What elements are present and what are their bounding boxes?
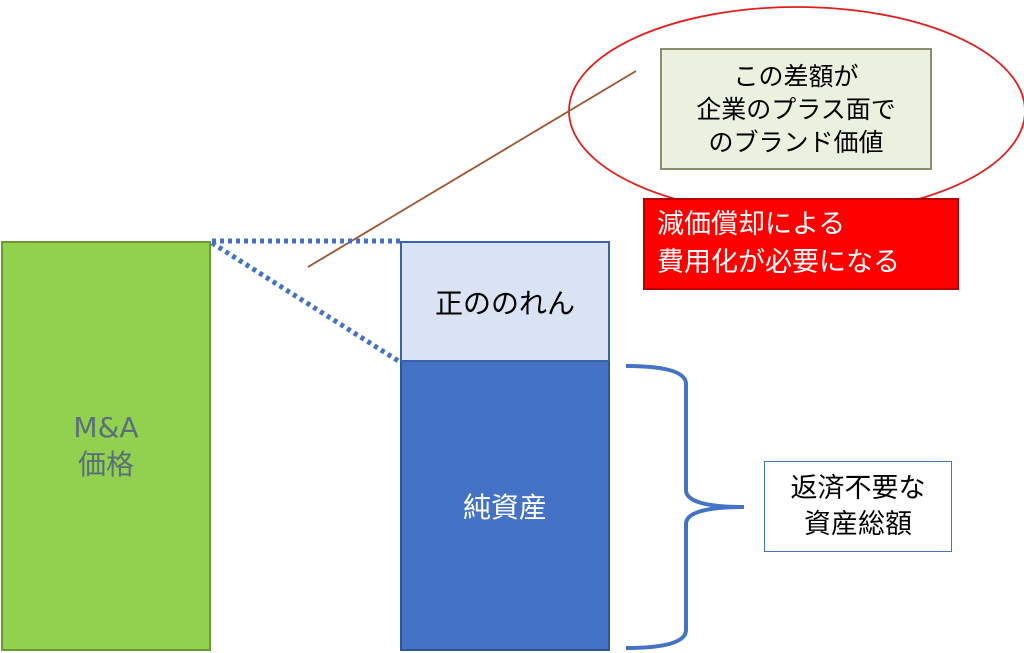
- callout-leader-line: [307, 70, 637, 268]
- positive-goodwill-label: 正ののれん: [434, 286, 575, 320]
- net-assets-label: 純資産: [462, 490, 547, 524]
- callout-line-3: のブランド価値: [708, 127, 884, 157]
- callout-line-2: 企業のプラス面で: [696, 94, 896, 124]
- net-assets-block: 純資産: [400, 362, 610, 651]
- amortization-line-1: 減価償却による: [657, 209, 846, 240]
- positive-goodwill-block: 正ののれん: [400, 241, 610, 362]
- brand-value-callout: この差額が 企業のプラス面で のブランド価値: [660, 48, 932, 170]
- total-line-2: 資産総額: [804, 508, 912, 540]
- non-repayable-total-box: 返済不要な 資産総額: [764, 461, 952, 552]
- ma-price-label-line2: 価格: [77, 448, 134, 481]
- ma-price-block: M&A 価格: [1, 241, 211, 651]
- dotted-connector-diagonal: [210, 240, 402, 365]
- amortization-note-box: 減価償却による 費用化が必要になる: [643, 198, 959, 290]
- amortization-line-2: 費用化が必要になる: [657, 247, 900, 278]
- curly-brace: [625, 364, 745, 650]
- ma-price-label-line1: M&A: [73, 411, 139, 444]
- callout-line-1: この差額が: [733, 61, 859, 91]
- total-line-1: 返済不要な: [790, 472, 926, 504]
